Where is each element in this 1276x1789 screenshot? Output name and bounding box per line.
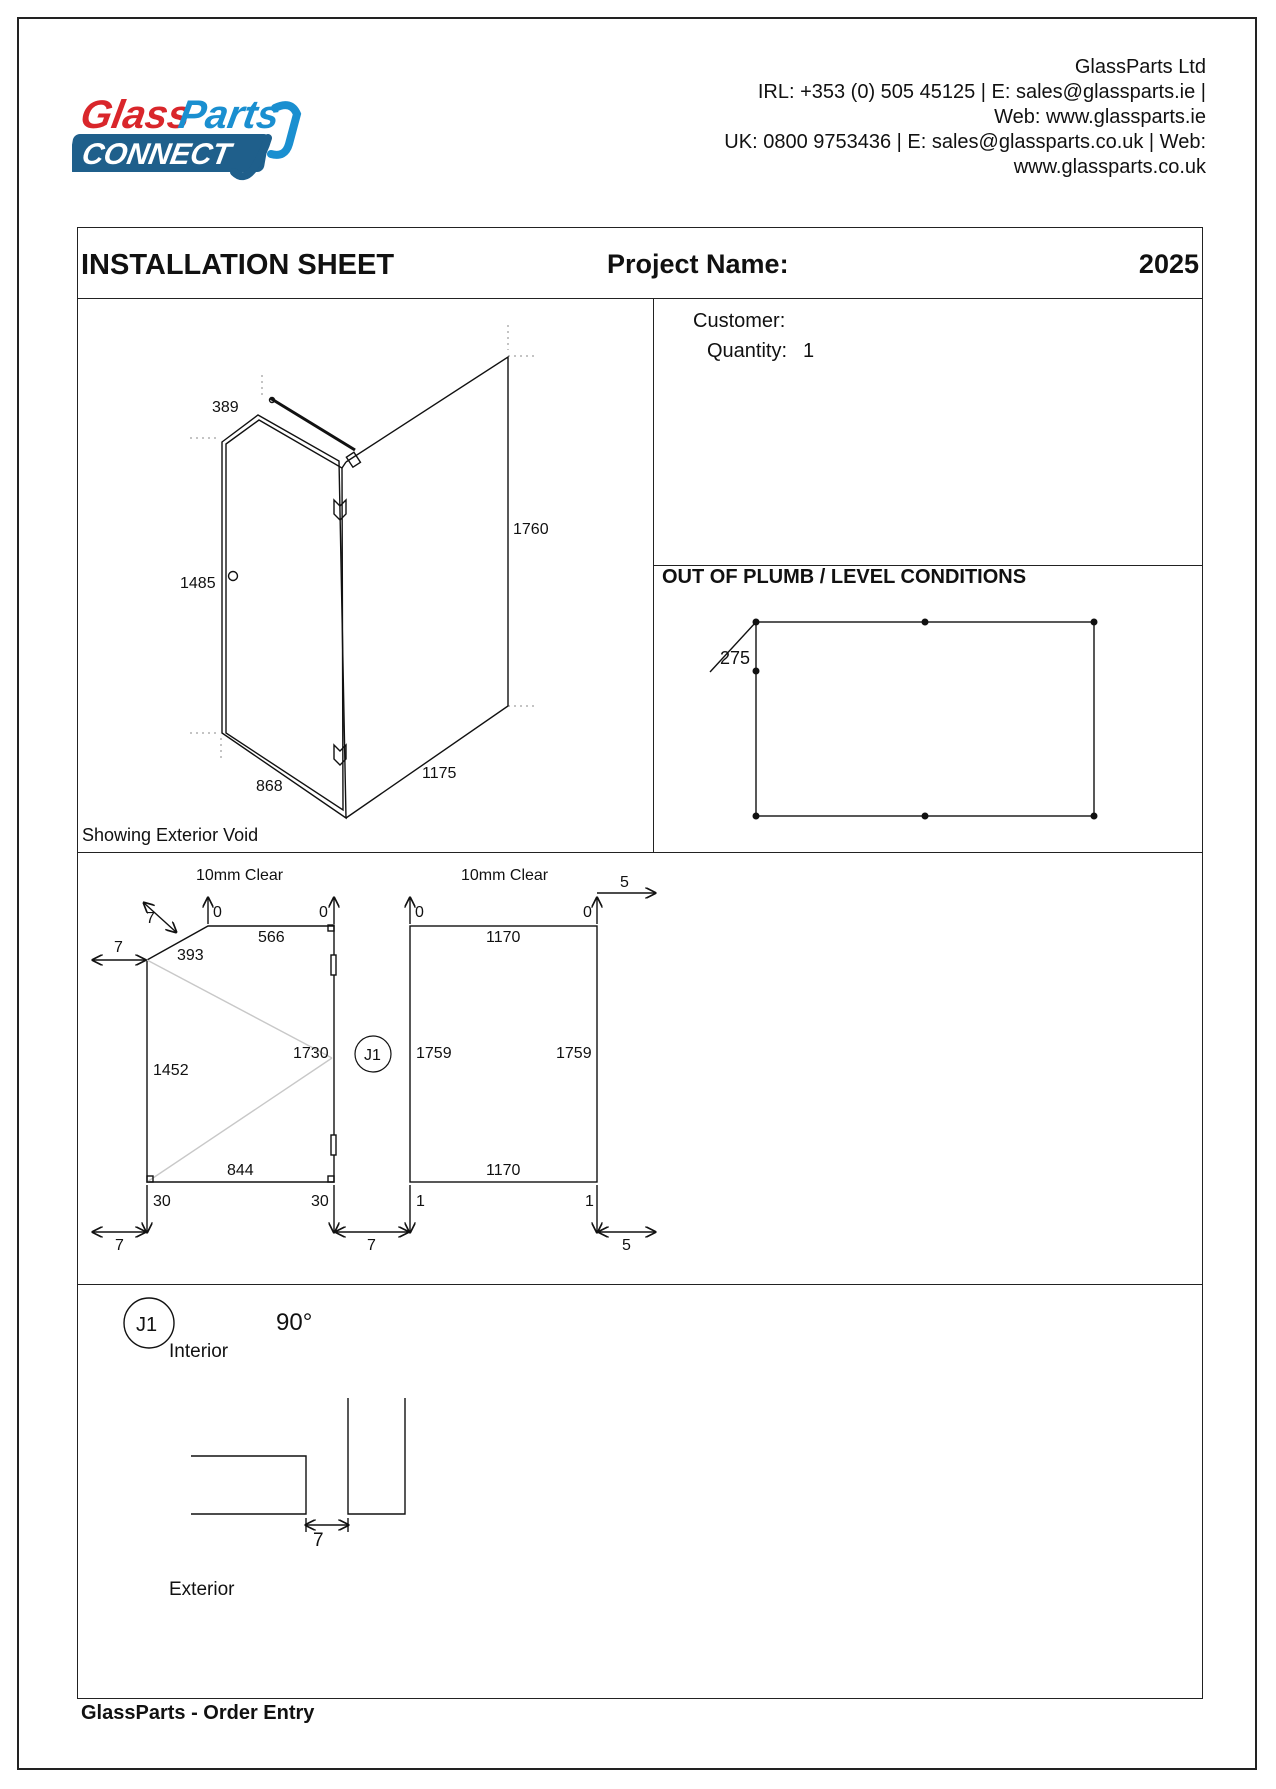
left-bottom-left: 30 bbox=[153, 1193, 171, 1210]
left-bottom-right: 30 bbox=[311, 1193, 329, 1210]
joint-panel-horizontal bbox=[191, 1455, 307, 1515]
logo-word-connect: CONNECT bbox=[79, 138, 236, 171]
plumb-offset-value: 275 bbox=[720, 648, 750, 668]
left-top-width: 566 bbox=[258, 929, 285, 946]
right-bottom-width: 1170 bbox=[486, 1162, 521, 1179]
corner-mark-br bbox=[327, 1175, 335, 1183]
right-elevation bbox=[410, 893, 655, 1232]
header-divider bbox=[77, 298, 1203, 299]
right-bottom-right: 1 bbox=[585, 1193, 594, 1210]
mid-gap-bottom: 7 bbox=[367, 1237, 376, 1254]
plumb-diagram bbox=[709, 618, 1098, 820]
iso-caption: Showing Exterior Void bbox=[82, 825, 259, 845]
left-elevation bbox=[93, 898, 408, 1232]
corner-mark-bl bbox=[146, 1175, 154, 1183]
year-label: 2025 bbox=[1138, 249, 1199, 279]
company-uk-contact: UK: 0800 9753436 | E: sales@glassparts.c… bbox=[724, 131, 1206, 153]
wall-bracket bbox=[345, 451, 362, 469]
exterior-label: Exterior bbox=[169, 1579, 235, 1600]
door-panel-inner bbox=[225, 419, 344, 812]
upper-hinge bbox=[333, 498, 347, 521]
left-hinge-upper bbox=[330, 954, 337, 976]
joint-detail-marker bbox=[123, 1297, 175, 1349]
joint-marker bbox=[354, 1035, 392, 1073]
sheet-title: INSTALLATION SHEET bbox=[81, 249, 395, 281]
fixed-panel-join bbox=[341, 461, 347, 469]
right-gap-bottom: 5 bbox=[622, 1237, 631, 1254]
logo-word-glass: Glass bbox=[77, 92, 194, 137]
left-top-right: 0 bbox=[319, 904, 328, 921]
plumb-section-title: OUT OF PLUMB / LEVEL CONDITIONS bbox=[662, 566, 1027, 588]
iso-top-return: 389 bbox=[212, 399, 239, 416]
support-bar bbox=[269, 396, 356, 452]
right-top-width: 1170 bbox=[486, 929, 521, 946]
right-gap-top: 5 bbox=[620, 874, 629, 891]
left-angled: 393 bbox=[177, 947, 204, 964]
iso-bottom-door: 868 bbox=[256, 778, 283, 795]
left-gap-bottom: 7 bbox=[115, 1237, 124, 1254]
iso-panel-height: 1760 bbox=[513, 521, 549, 538]
joint-angle: 90° bbox=[276, 1309, 312, 1336]
left-gap-diag: 7 bbox=[146, 910, 155, 927]
joint-detail bbox=[123, 1297, 406, 1532]
right-left-height: 1759 bbox=[416, 1045, 452, 1062]
right-height-left-panel: 1730 bbox=[293, 1045, 329, 1062]
corner-mark-tr bbox=[327, 924, 335, 932]
left-panel-outline bbox=[146, 925, 335, 1183]
left-hinge-lower bbox=[330, 1134, 337, 1156]
quantity-label: Quantity: bbox=[707, 340, 788, 362]
fixed-panel bbox=[345, 355, 509, 819]
iso-guides bbox=[190, 325, 538, 760]
right-bottom-left: 1 bbox=[416, 1193, 425, 1210]
diagonal-guide-2 bbox=[146, 1057, 333, 1183]
left-height: 1452 bbox=[153, 1062, 189, 1079]
right-clear-label: 10mm Clear bbox=[461, 867, 549, 884]
door-panel bbox=[221, 414, 347, 820]
plumb-points bbox=[752, 618, 1098, 820]
logo-word-parts: Parts bbox=[175, 92, 283, 137]
iso-bottom-panel: 1175 bbox=[422, 765, 457, 782]
installation-sheet-box bbox=[77, 227, 1203, 1699]
company-contact: GlassParts Ltd IRL: +353 (0) 505 45125 |… bbox=[724, 55, 1206, 180]
info-plumb-divider bbox=[653, 565, 1203, 566]
company-irl-contact: IRL: +353 (0) 505 45125 | E: sales@glass… bbox=[757, 81, 1206, 103]
diagonal-guide-1 bbox=[146, 959, 333, 1059]
glassparts-connect-logo: Glass Parts CONNECT bbox=[72, 92, 302, 181]
footer-label: GlassParts - Order Entry bbox=[81, 1702, 315, 1724]
page-frame bbox=[17, 17, 1257, 1770]
joint-panel-vertical bbox=[347, 1398, 406, 1515]
right-top-left: 0 bbox=[415, 904, 424, 921]
company-name: GlassParts Ltd bbox=[1074, 56, 1206, 78]
section-divider-2 bbox=[77, 1284, 1203, 1285]
left-clear-label: 10mm Clear bbox=[196, 867, 284, 884]
plumb-offset-line bbox=[709, 621, 757, 673]
support-bar-end bbox=[268, 396, 276, 404]
quantity-value: 1 bbox=[803, 340, 815, 362]
right-top-right: 0 bbox=[583, 904, 592, 921]
customer-label: Customer: bbox=[693, 310, 786, 332]
top-section-divider bbox=[653, 298, 654, 853]
left-gap-left: 7 bbox=[114, 939, 123, 956]
left-top-left: 0 bbox=[213, 904, 222, 921]
left-bottom-width: 844 bbox=[227, 1162, 254, 1179]
joint-gap-value: 7 bbox=[313, 1530, 324, 1551]
iso-door-height: 1485 bbox=[180, 575, 216, 592]
lower-hinge bbox=[333, 743, 347, 766]
company-uk-web: www.glassparts.co.uk bbox=[1013, 156, 1206, 178]
right-right-height: 1759 bbox=[556, 1045, 592, 1062]
joint-detail-label: J1 bbox=[136, 1314, 157, 1336]
interior-label: Interior bbox=[169, 1341, 229, 1362]
project-name-label: Project Name: bbox=[607, 249, 789, 279]
company-irl-web: Web: www.glassparts.ie bbox=[994, 106, 1206, 128]
door-knob bbox=[227, 570, 239, 582]
isometric-view bbox=[190, 325, 538, 820]
right-panel-outline bbox=[409, 925, 598, 1183]
plumb-rectangle bbox=[755, 621, 1095, 817]
joint-marker-label: J1 bbox=[364, 1047, 381, 1064]
link-icon bbox=[230, 101, 302, 181]
section-divider-1 bbox=[77, 852, 1203, 853]
